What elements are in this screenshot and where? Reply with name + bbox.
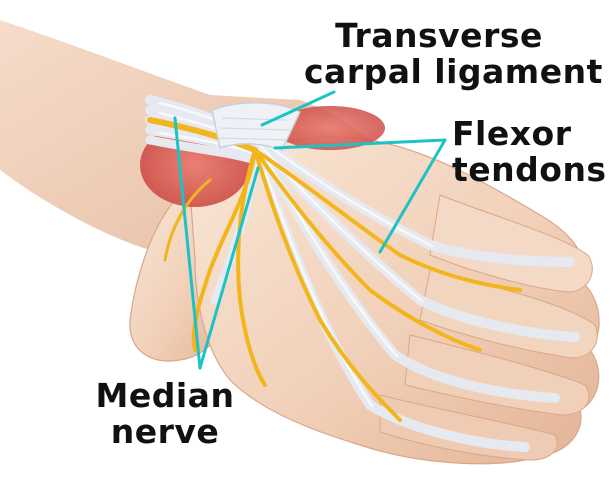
ligament-label-line1: Transverse xyxy=(304,18,574,54)
flexor-label-line1: Flexor xyxy=(452,116,607,152)
median-nerve-label: Median nerve xyxy=(90,378,240,449)
median-label-line1: Median xyxy=(90,378,240,414)
flexor-tendons-label: Flexor tendons xyxy=(452,116,607,187)
median-label-line2: nerve xyxy=(90,414,240,450)
flexor-label-line2: tendons xyxy=(452,152,607,188)
transverse-carpal-ligament-label: Transverse carpal ligament xyxy=(304,18,574,89)
ligament-label-line2: carpal ligament xyxy=(304,54,574,90)
